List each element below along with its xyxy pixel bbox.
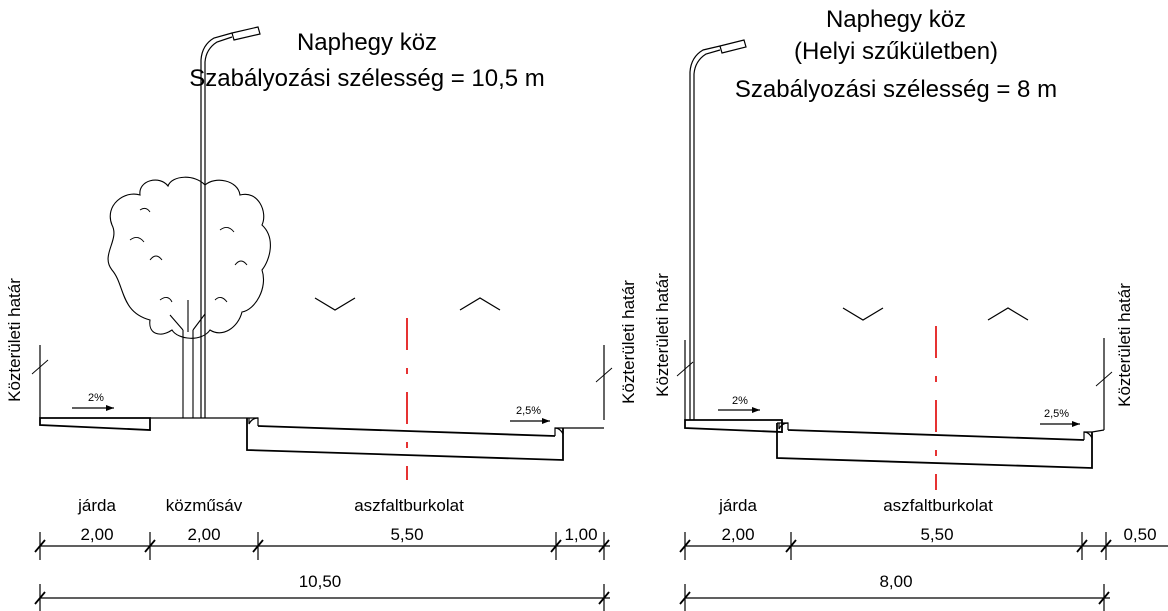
left-dim-3: 5,50 <box>390 525 423 544</box>
left-carriageway <box>246 417 604 461</box>
left-dimension-line <box>34 532 610 560</box>
right-dimension-line <box>679 532 1168 560</box>
right-subtitle: (Helyi szűkületben) <box>794 38 998 65</box>
left-total: 10,50 <box>299 572 342 591</box>
left-chevron-down-icon <box>314 297 356 311</box>
left-title: Naphegy köz <box>297 29 437 56</box>
left-label-utility: közműsáv <box>166 496 243 515</box>
left-label-asphalt: aszfaltburkolat <box>354 496 464 515</box>
left-dim-2: 2,00 <box>187 525 220 544</box>
left-slope-sidewalk: 2% <box>88 392 104 404</box>
left-boundary-label-right: Közterületi határ <box>619 280 638 404</box>
right-slope-road: 2,5% <box>1044 408 1069 420</box>
right-chevron-up-icon <box>987 307 1029 321</box>
right-chevron-down-icon <box>842 307 884 321</box>
right-dim-2: 5,50 <box>920 525 953 544</box>
right-sidewalk <box>684 419 783 433</box>
street-lamp-icon <box>200 26 261 418</box>
left-label-sidewalk: járda <box>77 496 116 515</box>
right-slope-sidewalk: 2% <box>732 395 748 407</box>
right-dim-3: 0,50 <box>1123 525 1156 544</box>
right-subtitle-2: Szabályozási szélesség = 8 m <box>735 76 1057 103</box>
tree-icon <box>107 176 271 418</box>
right-dim-1: 2,00 <box>721 525 754 544</box>
right-label-sidewalk: járda <box>718 496 757 515</box>
right-label-asphalt: aszfaltburkolat <box>883 496 993 515</box>
left-dim-1: 2,00 <box>80 525 113 544</box>
right-boundary-label-right: Közterületi határ <box>1115 283 1134 407</box>
left-sidewalk <box>39 417 151 431</box>
left-chevron-up-icon <box>459 297 501 311</box>
right-title: Naphegy köz <box>826 6 966 33</box>
left-section: Naphegy köz Szabályozási szélesség = 10,… <box>5 26 638 611</box>
left-dim-4: 1,00 <box>564 525 597 544</box>
right-carriageway <box>776 422 1105 469</box>
right-boundary-label: Közterületi határ <box>653 273 672 397</box>
street-lamp-icon <box>689 39 747 420</box>
left-total-dimension-line <box>34 584 610 611</box>
left-subtitle: Szabályozási szélesség = 10,5 m <box>189 65 545 92</box>
right-section: Naphegy köz (Helyi szűkületben) Szabályo… <box>653 6 1168 611</box>
right-total-dimension-line <box>679 584 1110 611</box>
left-boundary-label: Közterületi határ <box>5 278 24 402</box>
right-total: 8,00 <box>879 572 912 591</box>
left-slope-road: 2,5% <box>516 405 541 417</box>
